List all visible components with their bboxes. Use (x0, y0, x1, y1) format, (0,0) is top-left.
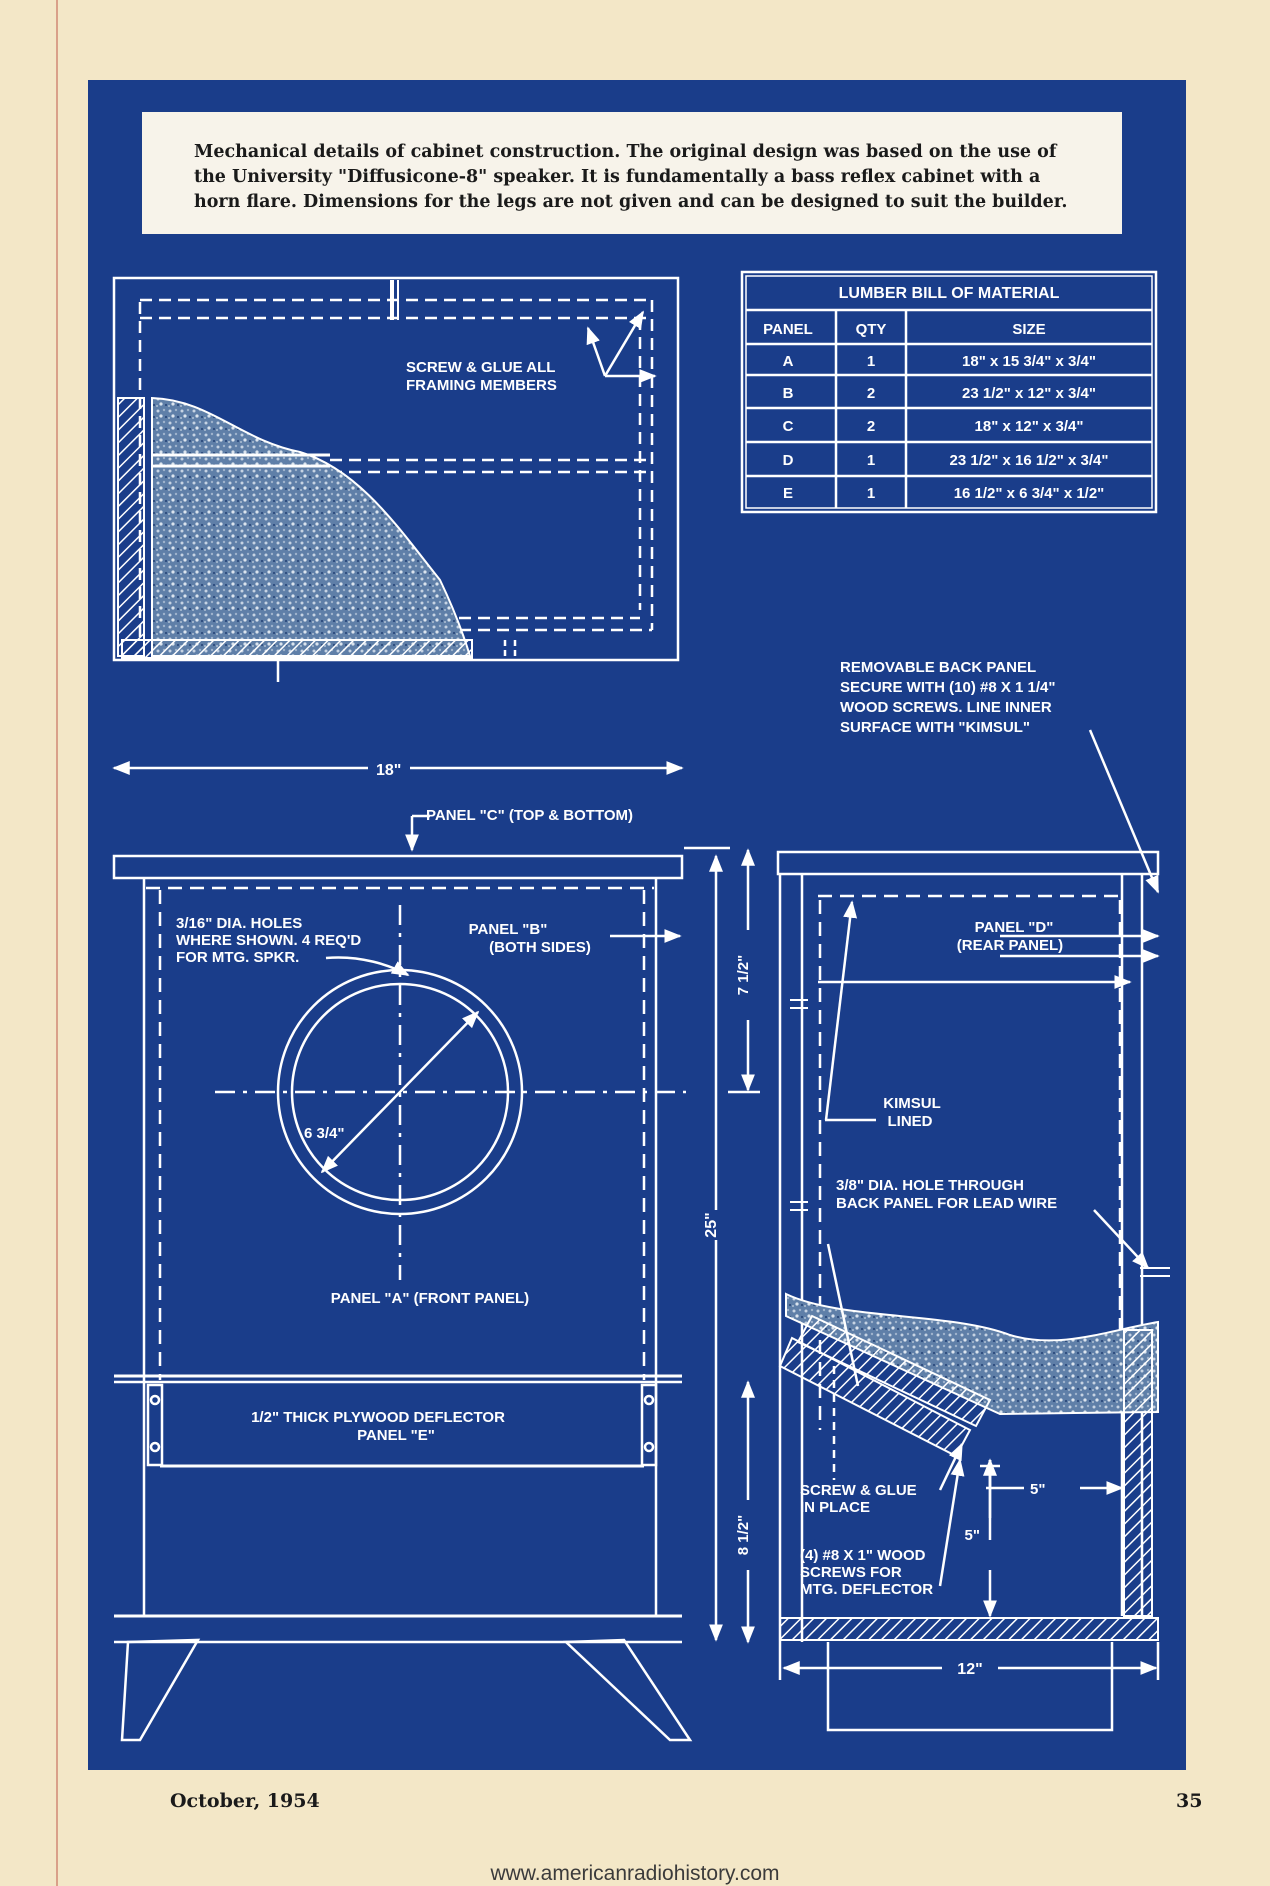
page-number: 35 (1176, 1790, 1203, 1812)
table-cell: 1 (867, 452, 875, 469)
height-dimensions (684, 846, 760, 1644)
table-cell: C (783, 418, 794, 435)
hole-3-8-label: 3/8" DIA. HOLE THROUGH (836, 1177, 1024, 1194)
panel-d-label: PANEL "D" (975, 919, 1054, 936)
issue-date: October, 1954 (170, 1790, 320, 1812)
removable-back-label: SECURE WITH (10) #8 X 1 1/4" (840, 679, 1056, 696)
panel-c-label: PANEL "C" (TOP & BOTTOM) (426, 807, 633, 824)
table-cell: E (783, 485, 793, 502)
dim-5-side-label: 5" (965, 1527, 980, 1544)
side-section-view (776, 729, 1170, 1732)
figure-caption: Mechanical details of cabinet constructi… (142, 112, 1122, 234)
deflector-label: PANEL "E" (357, 1427, 435, 1444)
table-cell: D (783, 452, 794, 469)
table-cell: 1 (867, 353, 875, 370)
removable-back-label: WOOD SCREWS. LINE INNER (840, 699, 1052, 716)
table-title: LUMBER BILL OF MATERIAL (839, 285, 1060, 302)
removable-back-label: REMOVABLE BACK PANEL (840, 659, 1036, 676)
dim-6-3-4-label: 6 3/4" (304, 1125, 344, 1142)
wood-screws-label: (4) #8 X 1" WOOD (800, 1547, 926, 1564)
dim-12-label: 12" (957, 1661, 982, 1678)
table-cell: 16 1/2" x 6 3/4" x 1/2" (954, 485, 1105, 502)
screw-glue-all-label: FRAMING MEMBERS (406, 377, 557, 394)
panel-b-label: (BOTH SIDES) (489, 939, 591, 956)
width-18-label: 18" (376, 762, 401, 779)
top-view (112, 276, 680, 682)
lumber-table-grid (740, 270, 1158, 514)
drawing-labels: SCREW & GLUE ALL FRAMING MEMBERS REMOVAB… (176, 359, 1063, 1678)
dim-25-label: 25" (703, 1212, 720, 1237)
deflector-label: 1/2" THICK PLYWOOD DEFLECTOR (251, 1409, 505, 1426)
holes-label: WHERE SHOWN. 4 REQ'D (176, 932, 361, 949)
table-header-size: SIZE (1012, 321, 1045, 338)
table-cell: A (783, 353, 794, 370)
dim-7-half-label: 7 1/2" (735, 955, 752, 995)
table-cell: 2 (867, 385, 875, 402)
front-view (112, 814, 693, 1742)
holes-label: 3/16" DIA. HOLES (176, 915, 302, 932)
table-cell: 1 (867, 485, 875, 502)
holes-label: FOR MTG. SPKR. (176, 949, 299, 966)
table-cell: 23 1/2" x 16 1/2" x 3/4" (950, 452, 1109, 469)
page-margin-line (56, 0, 58, 1886)
table-cell: 18" x 12" x 3/4" (975, 418, 1084, 435)
table-header-qty: QTY (856, 321, 887, 338)
dim-5-top-label: 5" (1030, 1481, 1045, 1498)
hole-3-8-label: BACK PANEL FOR LEAD WIRE (836, 1195, 1057, 1212)
wood-screws-label: MTG. DEFLECTOR (800, 1581, 933, 1598)
kimsul-lined-label: KIMSUL (883, 1095, 941, 1112)
wood-screws-label: SCREWS FOR (800, 1564, 902, 1581)
screw-glue-place-label: IN PLACE (800, 1499, 870, 1516)
panel-b-label: PANEL "B" (469, 921, 548, 938)
dim-8-half-label: 8 1/2" (735, 1515, 752, 1555)
panel-d-label: (REAR PANEL) (957, 937, 1063, 954)
screw-glue-place-label: SCREW & GLUE (800, 1482, 917, 1499)
table-title-group: LUMBER BILL OF MATERIAL PANEL QTY SIZE A… (763, 285, 1108, 502)
table-header-panel: PANEL (763, 321, 813, 338)
table-cell: 2 (867, 418, 875, 435)
kimsul-lined-label: LINED (888, 1113, 933, 1130)
table-cell: 23 1/2" x 12" x 3/4" (962, 385, 1096, 402)
source-url: www.americanradiohistory.com (490, 1862, 780, 1885)
screw-glue-all-label: SCREW & GLUE ALL (406, 359, 555, 376)
table-cell: B (783, 385, 794, 402)
panel-a-label: PANEL "A" (FRONT PANEL) (331, 1290, 529, 1307)
removable-back-label: SURFACE WITH "KIMSUL" (840, 719, 1030, 736)
table-cell: 18" x 15 3/4" x 3/4" (962, 353, 1096, 370)
